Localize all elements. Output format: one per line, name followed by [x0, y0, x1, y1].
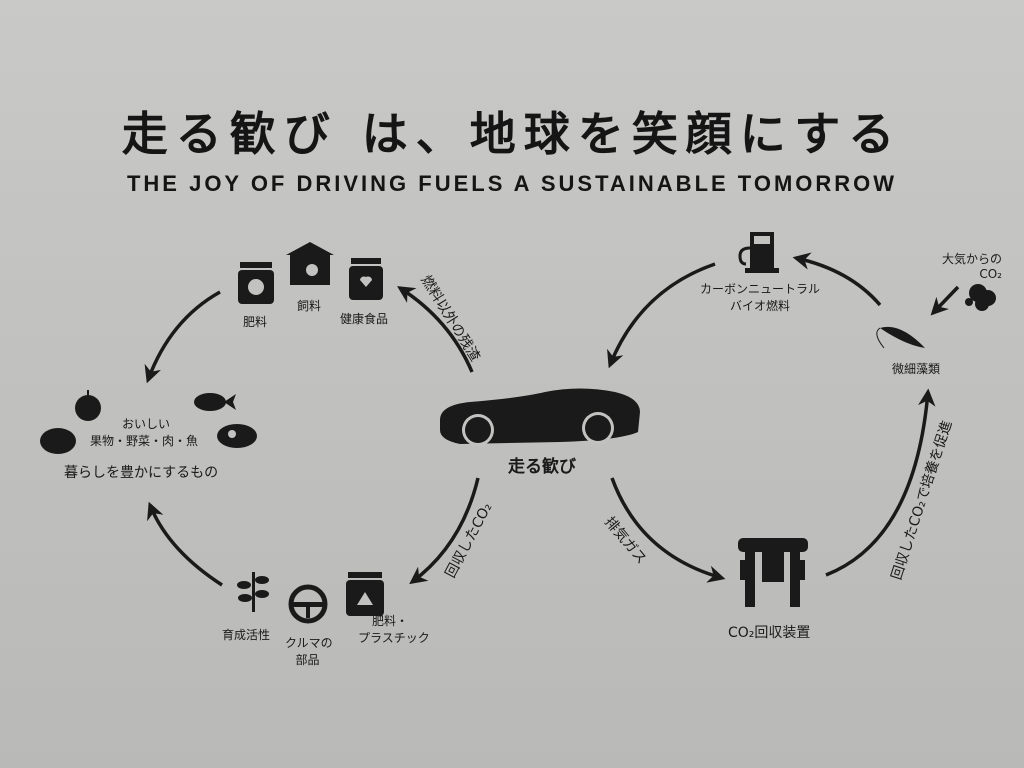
fish-icon: [194, 393, 236, 411]
tasty-label: おいしい: [122, 417, 171, 431]
arrow-recovered-co2: [409, 477, 480, 585]
microalgae-label: 微細藻類: [892, 362, 941, 376]
atmos-line2: CO₂: [979, 267, 1002, 281]
biofuel-line2: バイオ燃料: [729, 299, 790, 313]
co2-cloud-icon: [965, 284, 996, 311]
arrow-residue: [397, 286, 474, 373]
fert-plastic-label: 肥料・プラスチック: [358, 612, 430, 646]
biofuel-line1: カーボンニュートラル: [700, 282, 821, 296]
feed-label: 飼料: [297, 299, 322, 313]
center-label: 走る歓び: [508, 457, 576, 477]
car-parts-line1: クルマの: [285, 636, 333, 650]
co2-capture-device-icon: [738, 538, 808, 607]
health-food-label: 健康食品: [340, 312, 389, 326]
biofuel-label: カーボンニュートラルバイオ燃料: [700, 280, 820, 314]
fert-plastic-line1: 肥料・: [372, 614, 409, 628]
atmos-line1: 大気からの: [942, 252, 1003, 266]
steering-wheel-icon: [288, 584, 328, 624]
fert-plastic-line2: プラスチック: [358, 631, 430, 645]
steak-icon: [217, 424, 257, 448]
enrich-label: 暮らしを豊かにするもの: [64, 465, 219, 481]
arrow-to-car: [607, 262, 716, 369]
capture-device-label: CO₂回収装置: [728, 625, 811, 641]
arrow-to-biofuel: [792, 252, 882, 307]
fertilizer-jar-icon: [238, 262, 274, 304]
arrow-culture: [825, 388, 936, 577]
arrow-atmos: [930, 285, 960, 316]
car-parts-label: クルマの部品: [285, 634, 333, 668]
plant-icon: [237, 572, 269, 612]
page-subtitle: THE JOY OF DRIVING FUELS A SUSTAINABLE T…: [126, 171, 898, 196]
arrow-to-enrich: [147, 501, 223, 587]
lettuce-icon: [40, 428, 76, 454]
apple-icon: [75, 390, 101, 421]
microalgae-icon: [876, 326, 925, 349]
arrow-to-foods: [144, 290, 221, 384]
barn-chicken-icon: [286, 242, 334, 285]
arrow-exhaust: [610, 477, 726, 583]
car-icon: [440, 388, 640, 446]
growth-label: 育成活性: [222, 628, 271, 642]
fertilizer-label: 肥料: [243, 315, 268, 329]
foods-label: 果物・野菜・肉・魚: [90, 434, 199, 448]
recycle-jar-icon: [346, 572, 384, 616]
page-title: 走る歓び は、地球を笑顔にする: [121, 107, 903, 161]
health-food-jar-icon: [349, 258, 383, 300]
fuel-pump-icon: [738, 232, 779, 273]
car-parts-line2: 部品: [295, 653, 320, 667]
